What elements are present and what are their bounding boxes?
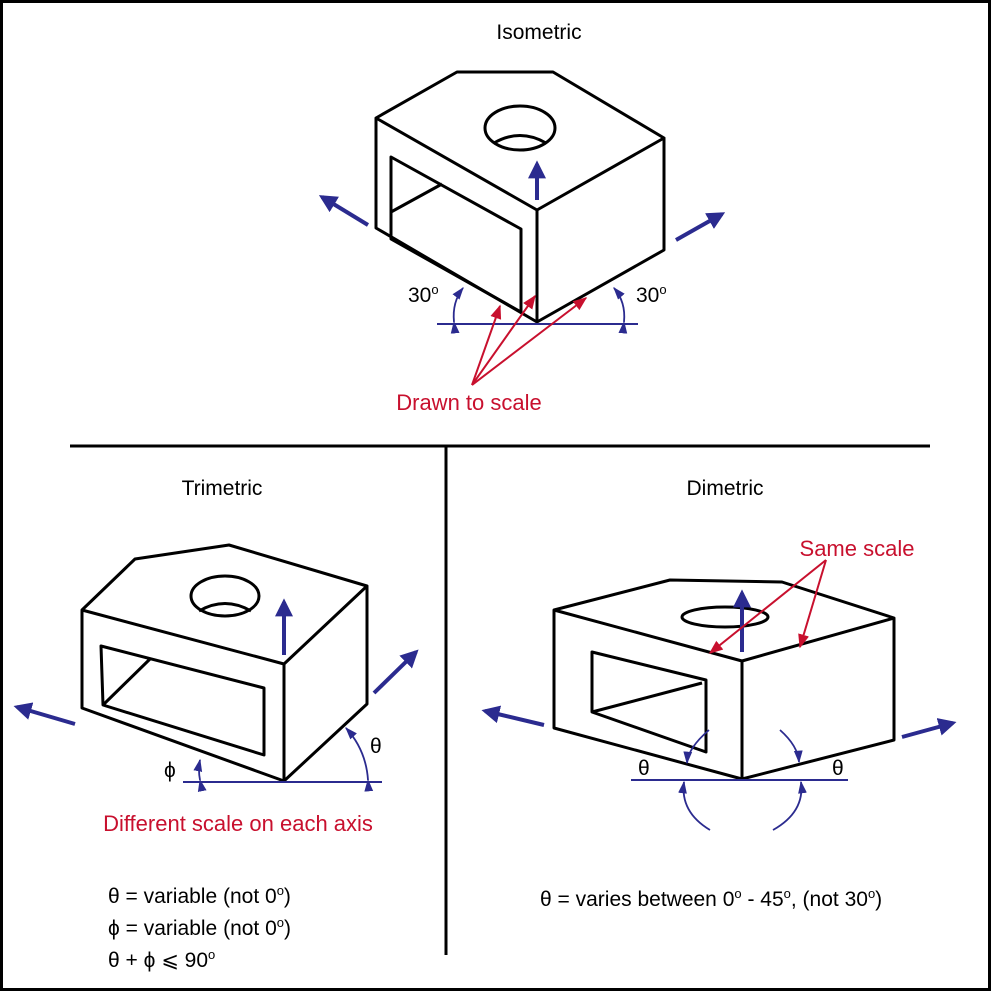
trimetric-phi-label: ϕ <box>164 759 176 782</box>
angle-arc-icon <box>450 287 464 334</box>
isometric-callout-arrows <box>471 294 588 386</box>
isometric-angle-right: 30o <box>636 282 667 307</box>
dimetric-theta-right: θ <box>832 757 844 780</box>
angle-arc-icon <box>683 729 710 765</box>
trimetric-axes <box>13 598 419 726</box>
isometric-title: Isometric <box>496 21 581 44</box>
trimetric-formula-theta: θ = variable (not 0o) <box>108 883 291 908</box>
dimetric-callout: Same scale <box>800 536 915 561</box>
trimetric-formula-sum: θ + ϕ ⩽ 90o <box>108 947 215 972</box>
trimetric-callout: Different scale on each axis <box>103 811 373 836</box>
trimetric-formula-phi: ϕ = variable (not 0o) <box>108 915 291 940</box>
isometric-callout: Drawn to scale <box>396 390 542 415</box>
axis-arrow-icon <box>13 702 76 726</box>
isometric-block <box>374 70 666 324</box>
dimetric-title: Dimetric <box>687 477 764 500</box>
angle-arc-icon <box>345 727 374 792</box>
dimetric-callout-arrows <box>708 559 827 654</box>
axis-arrow-icon <box>318 195 370 227</box>
angle-arc-icon <box>772 780 807 831</box>
trimetric-theta-label: θ <box>370 735 382 758</box>
isometric-axes <box>318 160 726 242</box>
dimetric-axes <box>481 589 957 739</box>
angle-arc-icon <box>613 287 628 334</box>
axis-arrow-icon <box>481 705 545 727</box>
axis-arrow-icon <box>901 718 957 739</box>
angle-arc-icon <box>678 780 711 831</box>
axis-arrow-icon <box>675 212 726 242</box>
isometric-angle-left: 30o <box>408 282 439 307</box>
trimetric-panel: Trimetric ϕ θ Different scale on each ax… <box>13 477 419 972</box>
angle-arc-icon <box>779 729 803 764</box>
axis-arrow-icon <box>372 649 419 695</box>
dimetric-formula: θ = varies between 0o - 45o, (not 30o) <box>540 886 882 911</box>
dimetric-block <box>552 578 896 781</box>
trimetric-block <box>80 543 369 783</box>
angle-arc-icon <box>193 758 207 792</box>
dimetric-theta-left: θ <box>638 757 650 780</box>
trimetric-title: Trimetric <box>182 477 263 500</box>
dimetric-panel: Dimetric θ θ Same scale θ = varies betwe… <box>481 477 957 911</box>
isometric-panel: Isometric 30o 30o Drawn to scale <box>318 21 726 415</box>
